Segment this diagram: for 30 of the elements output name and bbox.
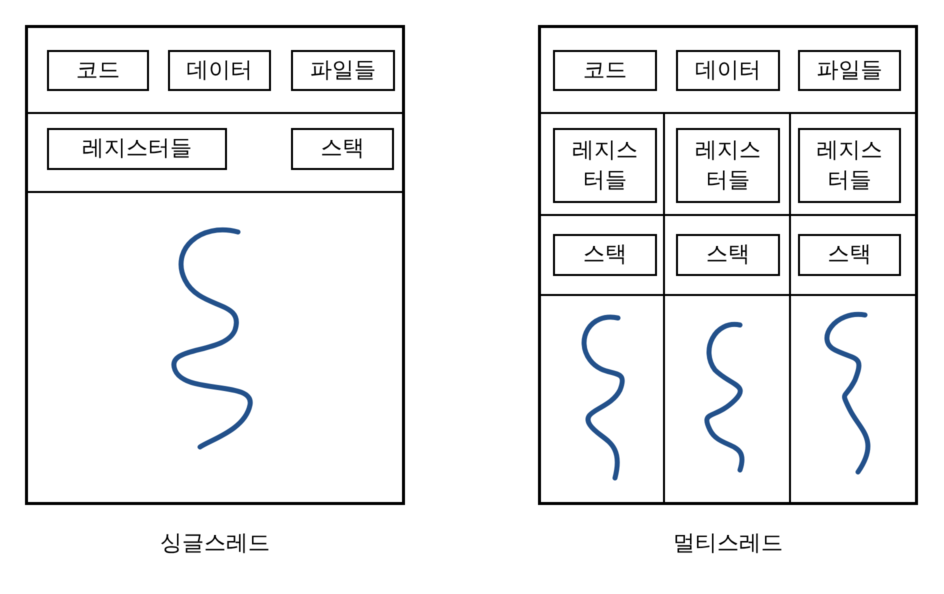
label-box <box>676 50 780 91</box>
box-label: 레지스터들 <box>816 136 884 194</box>
label-box <box>798 234 901 276</box>
box-label: 스택 <box>583 241 627 269</box>
box-label: 레지스터들 <box>694 136 762 194</box>
box-label: 데이터 <box>695 56 761 84</box>
box-label: 파일들 <box>816 56 882 84</box>
label-box <box>798 128 901 203</box>
box-label: 스택 <box>320 135 364 163</box>
box-label: 레지스터들 <box>571 136 639 194</box>
label-box <box>676 234 780 276</box>
box-label: 스택 <box>828 241 872 269</box>
label-box <box>553 50 657 91</box>
box-label: 파일들 <box>310 56 376 84</box>
label-box <box>553 128 657 203</box>
box-label: 스택 <box>706 241 750 269</box>
label-box <box>47 128 227 170</box>
label-box <box>676 128 780 203</box>
label-box <box>798 50 901 91</box>
label-box <box>168 50 271 91</box>
label-box <box>291 128 394 170</box>
box-label: 코드 <box>76 56 120 84</box>
diagram-caption: 멀티스레드 <box>672 530 784 558</box>
box-label: 코드 <box>583 56 627 84</box>
box-label: 데이터 <box>186 56 252 84</box>
box-label: 레지스터들 <box>82 135 192 163</box>
diagram-caption: 싱글스레드 <box>159 530 271 558</box>
label-box <box>291 50 395 91</box>
label-box <box>553 234 657 276</box>
label-box <box>47 50 149 91</box>
